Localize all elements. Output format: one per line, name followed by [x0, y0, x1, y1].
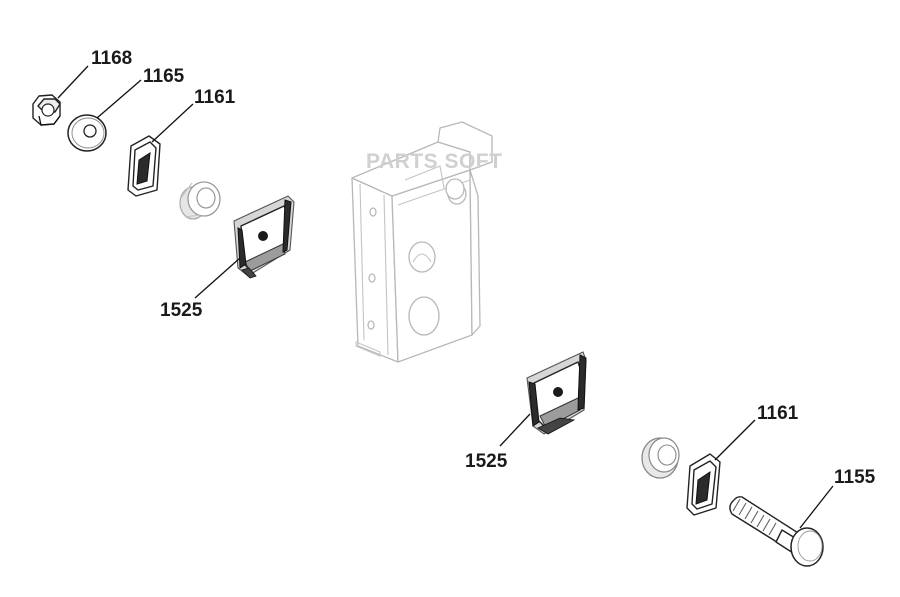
label-1168: 1168	[91, 48, 132, 69]
leader-line-1165	[96, 79, 142, 119]
watermark-text: PARTS SOFT	[366, 150, 502, 173]
washer-part	[67, 114, 107, 152]
label-1525-left: 1525	[160, 300, 203, 321]
clip-part-right	[526, 351, 587, 435]
plate-part-bottom	[686, 453, 721, 516]
bushing-part	[179, 181, 221, 220]
spacer-ring-part	[641, 437, 680, 479]
label-1161-bottom: 1161	[757, 403, 799, 424]
leader-line-1161-top	[151, 103, 194, 143]
label-1161-top: 1161	[194, 87, 236, 108]
nut-part	[32, 94, 61, 126]
label-1165: 1165	[143, 66, 185, 87]
bracket-housing	[351, 121, 493, 363]
leader-line-1168	[57, 65, 89, 99]
label-1155: 1155	[834, 467, 876, 488]
leader-line-1525-right	[499, 413, 531, 447]
leader-line-1155	[799, 485, 834, 529]
clip-part-left	[233, 195, 295, 279]
bolt-part	[729, 496, 824, 567]
label-1525-right: 1525	[465, 451, 508, 472]
plate-part-top	[127, 135, 161, 197]
leader-line-1161-bottom	[714, 419, 756, 461]
leader-line-1525-left	[194, 257, 241, 299]
